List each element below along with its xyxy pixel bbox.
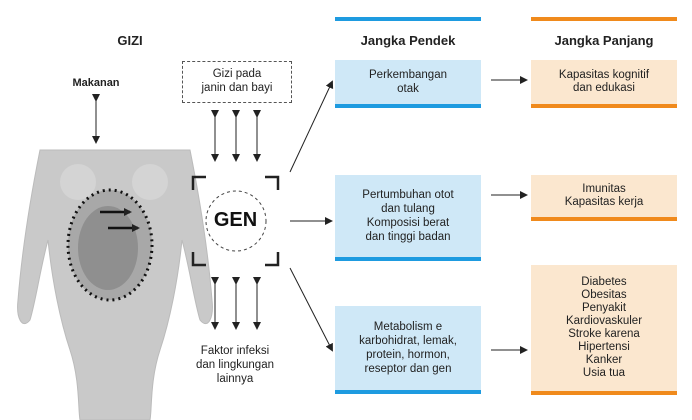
gen-label: GEN	[213, 209, 258, 231]
long-term-bar	[531, 17, 677, 21]
long-box-diseases: Diabetes Obesitas Penyakit Kardiovaskule…	[531, 265, 677, 395]
pregnant-body-illustration	[17, 149, 213, 420]
gizi-janin-box	[182, 61, 292, 103]
long-box-cognitive: Kapasitas kognitif dan edukasi	[531, 60, 677, 108]
header-gizi: GIZI	[117, 33, 143, 48]
header-short-term: Jangka Pendek	[360, 33, 456, 48]
short-box-brain: Perkembangan otak	[335, 60, 481, 108]
gizi-janin-label: Gizi pada janin dan bayi	[201, 68, 273, 94]
header-long-term: Jangka Panjang	[554, 33, 654, 48]
faktor-label: Faktor infeksi dan lingkungan lainnya	[195, 345, 274, 385]
short-term-bar	[335, 17, 481, 21]
short-box-growth: Pertumbuhan otot dan tulang Komposisi be…	[335, 175, 481, 261]
long-box-immunity: Imunitas Kapasitas kerja	[531, 175, 677, 221]
short-box-metabolism: Metabolism e karbohidrat, lemak, protein…	[335, 306, 481, 394]
makanan-label: Makanan	[72, 77, 120, 89]
